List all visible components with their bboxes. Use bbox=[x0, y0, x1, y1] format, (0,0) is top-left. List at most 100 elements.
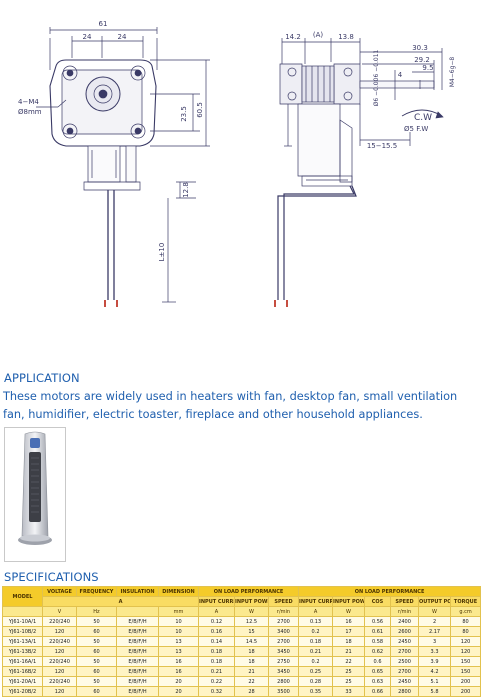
table-cell: 2800 bbox=[267, 676, 300, 687]
unit-cell bbox=[116, 606, 159, 617]
table-cell: 0.14 bbox=[198, 636, 235, 647]
table-cell: 15 bbox=[234, 626, 269, 637]
table-cell: 150 bbox=[450, 666, 482, 677]
header-input-current: INPUT CURRENT bbox=[198, 596, 235, 607]
table-cell: 0.18 bbox=[198, 646, 235, 657]
table-cell: 3450 bbox=[267, 666, 300, 677]
unit-cell: W bbox=[418, 606, 452, 617]
table-cell: 0.21 bbox=[198, 666, 235, 677]
table-cell: 2 bbox=[418, 616, 452, 627]
table-cell: 25 bbox=[332, 666, 366, 677]
table-cell: 2700 bbox=[390, 666, 420, 677]
table-cell: 3.3 bbox=[418, 646, 452, 657]
table-cell: 2400 bbox=[390, 616, 420, 627]
table-cell: 0.13 bbox=[298, 616, 334, 627]
table-cell: 0.28 bbox=[298, 676, 334, 687]
table-cell: 0.25 bbox=[298, 666, 334, 677]
unit-cell bbox=[364, 606, 392, 617]
rotation-label: C.W bbox=[414, 113, 432, 123]
unit-cell: g.cm bbox=[450, 606, 482, 617]
front-view bbox=[36, 27, 210, 307]
table-cell: E/B/F/H bbox=[116, 616, 159, 627]
table-cell: 20 bbox=[158, 686, 199, 697]
table-cell: 18 bbox=[234, 656, 269, 667]
table-cell: 0.18 bbox=[298, 636, 334, 647]
table-cell: 120 bbox=[450, 646, 482, 657]
table-cell: 2.17 bbox=[418, 626, 452, 637]
table-cell: E/B/F/H bbox=[116, 676, 159, 687]
table-cell: 2600 bbox=[390, 626, 420, 637]
table-cell: 0.16 bbox=[198, 626, 235, 637]
table-cell: 17 bbox=[332, 626, 366, 637]
header-speed-2: SPEED bbox=[390, 596, 420, 607]
tower-heater-image bbox=[18, 431, 52, 545]
unit-cell: V bbox=[42, 606, 77, 617]
table-cell: 80 bbox=[450, 616, 482, 627]
shaft-diameter-label: Ø6 −0.006 −0.011 bbox=[373, 49, 380, 106]
table-cell: 2500 bbox=[390, 656, 420, 667]
table-cell: 2700 bbox=[267, 616, 300, 627]
table-cell: 120 bbox=[42, 686, 77, 697]
table-cell: 16 bbox=[158, 656, 199, 667]
table-cell: 50 bbox=[76, 636, 117, 647]
application-heading: APPLICATION bbox=[4, 371, 80, 385]
table-cell: 2700 bbox=[390, 646, 420, 657]
table-cell: 150 bbox=[450, 656, 482, 667]
dim-14-2-label: 14.2 bbox=[285, 33, 301, 41]
table-cell: 5.1 bbox=[418, 676, 452, 687]
table-cell: 120 bbox=[42, 626, 77, 637]
table-cell: 220/240 bbox=[42, 676, 77, 687]
table-cell: 120 bbox=[42, 666, 77, 677]
dim-30-3-label: 30.3 bbox=[412, 44, 428, 52]
header-torque: TORQUE bbox=[450, 596, 482, 607]
hole-note-1: 4−M4 bbox=[18, 98, 39, 106]
dim-29-2-label: 29.2 bbox=[414, 56, 430, 64]
model-cell: YJ61-20A/1 bbox=[2, 676, 43, 687]
table-cell: 10 bbox=[158, 616, 199, 627]
table-cell: 3400 bbox=[267, 626, 300, 637]
header-frequency: FREQUENCY bbox=[76, 586, 117, 597]
unit-cell: r/min bbox=[267, 606, 300, 617]
table-cell: 0.18 bbox=[198, 656, 235, 667]
header-group-a: A bbox=[42, 596, 199, 607]
header-speed: SPEED bbox=[267, 596, 300, 607]
table-cell: 12.5 bbox=[234, 616, 269, 627]
table-cell: 0.35 bbox=[298, 686, 334, 697]
dim-4-label: 4 bbox=[398, 71, 403, 79]
table-cell: 2800 bbox=[390, 686, 420, 697]
model-cell: YJ61-10B/2 bbox=[2, 626, 43, 637]
model-cell: YJ61-10A/1 bbox=[2, 616, 43, 627]
specifications-heading: SPECIFICATIONS bbox=[4, 570, 99, 584]
table-cell: 3450 bbox=[267, 646, 300, 657]
table-cell: 200 bbox=[450, 676, 482, 687]
unit-cell: W bbox=[234, 606, 269, 617]
table-cell: 22 bbox=[234, 676, 269, 687]
table-cell: 2750 bbox=[267, 656, 300, 667]
table-cell: 3 bbox=[418, 636, 452, 647]
table-cell: 120 bbox=[42, 646, 77, 657]
unit-cell: Hz bbox=[76, 606, 117, 617]
table-cell: 22 bbox=[332, 656, 366, 667]
unit-model bbox=[2, 606, 43, 617]
table-cell: 16 bbox=[332, 616, 366, 627]
table-cell: 50 bbox=[76, 676, 117, 687]
dim-12-8-label: 12.8 bbox=[182, 182, 190, 198]
table-cell: 2450 bbox=[390, 636, 420, 647]
table-cell: 3500 bbox=[267, 686, 300, 697]
unit-cell: A bbox=[298, 606, 334, 617]
table-cell: 28 bbox=[234, 686, 269, 697]
table-cell: 0.2 bbox=[298, 656, 334, 667]
table-cell: 60 bbox=[76, 626, 117, 637]
table-cell: 21 bbox=[234, 666, 269, 677]
thread-label: M4−6g−8 bbox=[449, 57, 456, 88]
table-cell: E/B/F/H bbox=[116, 656, 159, 667]
table-cell: E/B/F/H bbox=[116, 666, 159, 677]
table-cell: 0.65 bbox=[364, 666, 392, 677]
table-cell: E/B/F/H bbox=[116, 686, 159, 697]
application-text: These motors are widely used in heaters … bbox=[3, 390, 458, 421]
lead-length-label: L±10 bbox=[158, 243, 166, 262]
model-cell: YJ61-20B/2 bbox=[2, 686, 43, 697]
table-cell: 0.56 bbox=[364, 616, 392, 627]
